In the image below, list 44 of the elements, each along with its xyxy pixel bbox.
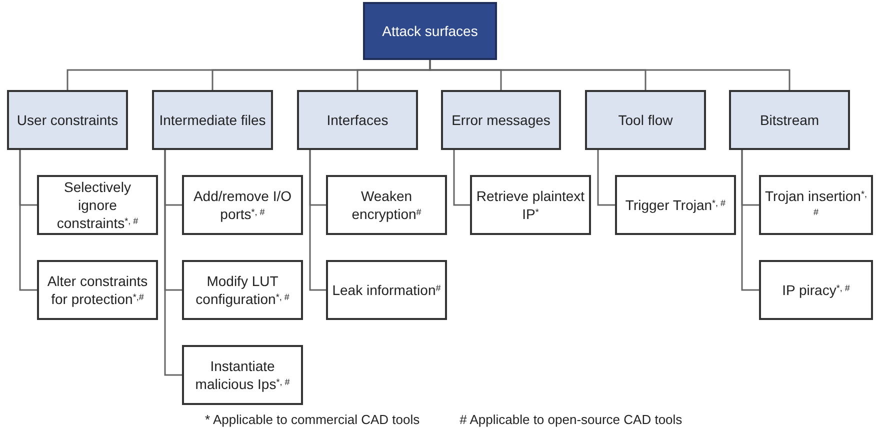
category-box [441,90,561,150]
connector-line [429,60,790,90]
node-text: Retrieve plaintext IP$^{*}$ [476,187,585,223]
connector-line [19,150,37,291]
connector-line [597,150,615,206]
node-text: Intermediate files [159,111,266,129]
node-text: Error messages [452,111,550,129]
connector-line [309,150,326,291]
attack-box [326,260,447,320]
footnote-text: # Applicable to open-source CAD tools [460,411,682,429]
attack-box [759,260,873,320]
node-text: IP piracy$^{*, #}$ [782,281,850,299]
node-text: User constraints [16,111,118,129]
attack-box [37,260,158,320]
attack-box [615,175,736,235]
node-text: Interfaces [326,111,388,129]
node-text: Add/remove I/O ports$^{*, #}$ [192,187,293,223]
attack-box [326,175,447,235]
attack-box [182,345,303,405]
node-text: Alter constraints for protection$^{*,#}$ [46,272,149,308]
node-text: Tool flow [618,111,673,129]
category-box [297,90,418,150]
attack-box [759,175,873,235]
attack-box [37,175,158,235]
attack-box [182,260,303,320]
node-text: Selectively ignore constraints$^{*, #}$ [56,178,140,232]
node-text: Instantiate malicious Ips$^{*, #}$ [194,357,291,393]
node-text: Bitstream [760,111,820,129]
attack-box [182,175,303,235]
connector-line [164,150,182,376]
root-box [363,2,497,60]
category-box [152,90,273,150]
node-text: Weaken encryption$^{#}$ [350,187,422,223]
category-box [585,90,706,150]
node-text: Trigger Trojan$^{*, #}$ [625,196,726,214]
connector-line [453,150,470,206]
attack-box [470,175,591,235]
category-box [729,90,850,150]
node-text: Attack surfaces [382,22,478,40]
footnote-text: * Applicable to commercial CAD tools [205,411,420,429]
category-box [7,90,128,150]
node-text: Leak information$^{#}$ [332,281,441,299]
node-text: Modify LUT configuration$^{*, #}$ [194,272,290,308]
connector-line [741,150,759,291]
